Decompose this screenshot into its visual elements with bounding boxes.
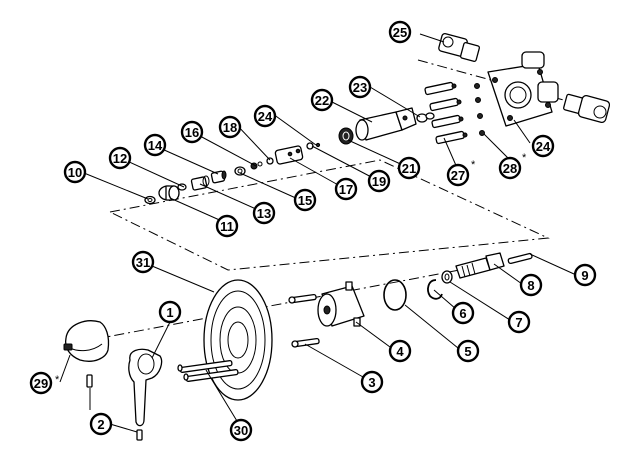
callout-21: 21 (397, 156, 421, 180)
stem-8-part (455, 252, 505, 279)
callout-25: 25 (388, 20, 412, 44)
sleeve-13-part (190, 175, 210, 191)
callout-24-lower: 24 (531, 134, 555, 158)
svg-text:19: 19 (372, 174, 386, 189)
svg-text:4: 4 (396, 344, 404, 359)
svg-text:8: 8 (527, 278, 534, 293)
callout-7: 7 (507, 310, 531, 334)
svg-text:10: 10 (68, 165, 82, 180)
stop-valve-upper-part (438, 32, 480, 62)
assembly-boundary (109, 159, 550, 271)
bolt-set-27-part (424, 81, 468, 145)
rod-9-part (507, 252, 533, 265)
svg-text:28: 28 (503, 161, 517, 176)
callout-30: 30 (229, 418, 253, 442)
svg-text:27: 27 (451, 168, 465, 183)
spring-14-part (210, 170, 227, 184)
svg-text:7: 7 (515, 315, 522, 330)
svg-text:29: 29 (34, 376, 48, 391)
callout-13: 13 (252, 201, 276, 225)
svg-text:18: 18 (223, 120, 237, 135)
callout-29: 29 (29, 371, 53, 395)
svg-text:23: 23 (353, 80, 367, 95)
svg-text:13: 13 (257, 206, 271, 221)
callout-9: 9 (573, 263, 597, 287)
escutcheon-31-part (203, 279, 273, 401)
nut-set-28-part (474, 83, 485, 136)
callout-27: 27 (446, 163, 470, 187)
callout-3: 3 (360, 370, 384, 394)
callout-4: 4 (388, 339, 412, 363)
washer-10-part (144, 195, 156, 205)
screws-3-part (288, 293, 320, 348)
callout-23: 23 (348, 75, 372, 99)
svg-text:24: 24 (536, 139, 551, 154)
callout-10: 10 (63, 160, 87, 184)
svg-text:6: 6 (459, 306, 466, 321)
svg-text:15: 15 (298, 193, 312, 208)
callout-16: 16 (180, 120, 204, 144)
seat-16-part (250, 161, 263, 170)
lever-handle-1-part (128, 348, 163, 427)
svg-text:31: 31 (136, 255, 150, 270)
callout-5: 5 (456, 339, 480, 363)
handle-cap-29-part (63, 320, 110, 362)
set-screw-2-part (86, 374, 143, 441)
svg-text:5: 5 (464, 344, 471, 359)
svg-text:12: 12 (113, 151, 127, 166)
bonnet-21-part (338, 127, 354, 145)
valve-body-part (487, 51, 559, 127)
callout-18: 18 (218, 115, 242, 139)
svg-text:21: 21 (402, 161, 416, 176)
svg-text:25: 25 (393, 25, 407, 40)
pin-18-part (266, 157, 274, 165)
stem-17-part (274, 145, 304, 165)
washer-19-part (306, 142, 321, 150)
svg-text:30: 30 (234, 423, 248, 438)
asterisk-29: * (55, 374, 60, 386)
axis-line-main (74, 267, 471, 344)
callout-17: 17 (334, 177, 358, 201)
o-ring-5-part (383, 279, 407, 311)
o-ring-15-part (234, 166, 246, 176)
callout-11: 11 (215, 214, 239, 238)
cap-11-part (158, 185, 180, 201)
svg-text:2: 2 (97, 417, 104, 432)
svg-text:11: 11 (220, 219, 234, 234)
cartridge-22-part (355, 107, 417, 141)
leader-lines (59, 33, 575, 433)
callout-24-upper: 24 (253, 104, 277, 128)
svg-text:9: 9 (581, 268, 588, 283)
callout-31: 31 (131, 250, 155, 274)
callout-1: 1 (158, 300, 182, 324)
svg-text:16: 16 (185, 125, 199, 140)
asterisk-28: * (522, 152, 527, 164)
svg-text:17: 17 (339, 182, 353, 197)
callout-15: 15 (293, 188, 317, 212)
svg-text:3: 3 (368, 375, 375, 390)
washer-7-part (441, 270, 453, 284)
callout-12: 12 (108, 146, 132, 170)
callout-2: 2 (89, 412, 113, 436)
svg-text:22: 22 (315, 93, 329, 108)
sleeve-4-part (317, 281, 365, 327)
screw-30-part (177, 360, 239, 382)
callout-14: 14 (143, 133, 167, 157)
callout-8: 8 (519, 273, 543, 297)
svg-text:1: 1 (166, 305, 173, 320)
svg-text:14: 14 (148, 138, 163, 153)
asterisk-27: * (471, 159, 476, 171)
svg-text:24: 24 (258, 109, 273, 124)
callout-22: 22 (310, 88, 334, 112)
stop-valve-lower-part (563, 93, 611, 123)
callout-19: 19 (367, 169, 391, 193)
clip-6-part (427, 279, 443, 300)
callout-28: 28 (498, 156, 522, 180)
washer-23-part (416, 112, 435, 123)
callout-6: 6 (451, 301, 475, 325)
